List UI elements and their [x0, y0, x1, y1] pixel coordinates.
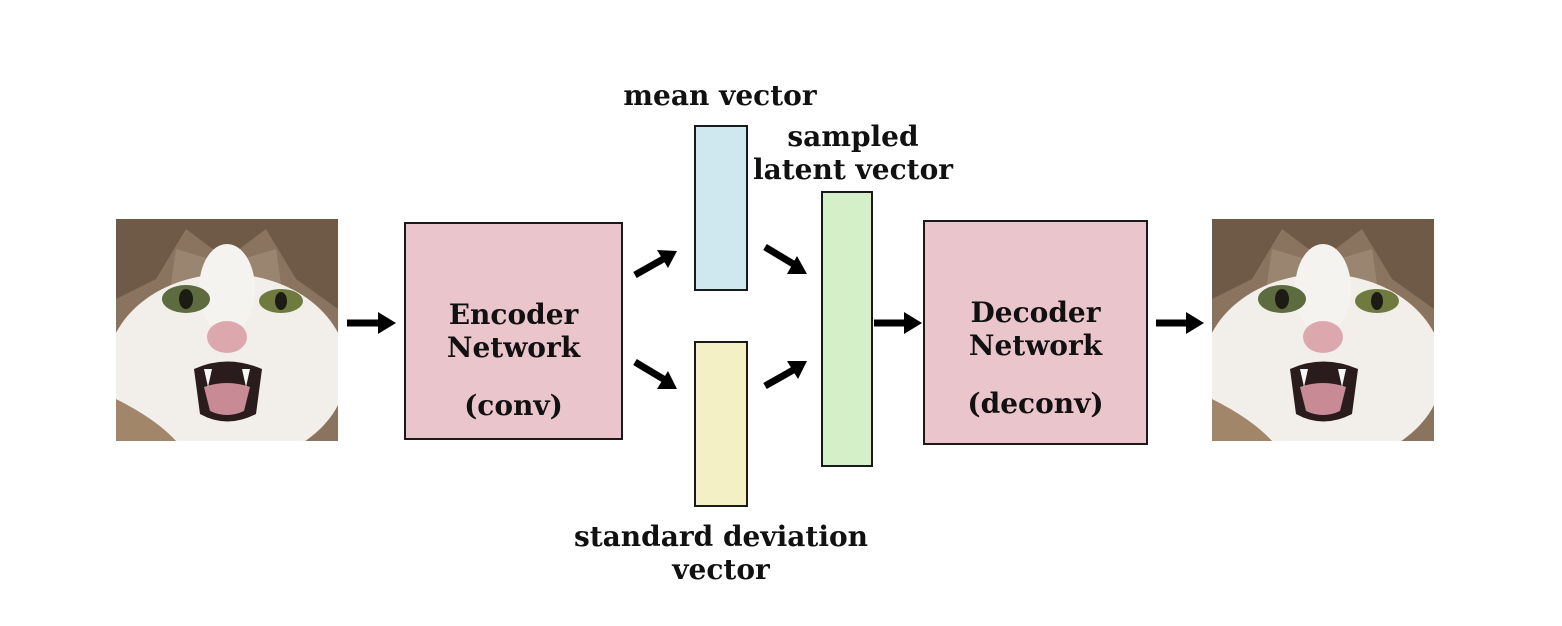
encoder-network-box: Encoder Network (conv) [404, 222, 623, 440]
arrow-encoder-to-std [633, 358, 677, 389]
std-deviation-label-line1: standard deviation [573, 520, 869, 553]
decoder-line2: Network [968, 329, 1103, 362]
mean-vector-label: mean vector [623, 79, 817, 112]
sampled-latent-vector-box [821, 191, 873, 467]
arrow-decoder-to-output [1156, 312, 1204, 334]
decoder-line3: (deconv) [967, 387, 1104, 420]
arrow-latent-to-decoder [874, 312, 922, 334]
std-deviation-vector-box [694, 341, 748, 507]
input-cat-image [116, 219, 338, 441]
decoder-network-box: Decoder Network (deconv) [923, 220, 1148, 445]
sampled-latent-label-line1: sampled [787, 120, 919, 153]
arrow-std-to-latent [763, 361, 807, 390]
arrow-input-to-encoder [347, 312, 396, 334]
sampled-latent-label-line2: latent vector [752, 153, 954, 186]
output-cat-image [1212, 219, 1434, 441]
mean-vector-box [694, 125, 748, 291]
encoder-line1: Encoder [448, 298, 579, 331]
decoder-line1: Decoder [970, 296, 1101, 329]
arrow-encoder-to-mean [633, 250, 677, 279]
encoder-line2: Network [446, 331, 581, 364]
std-deviation-label-line2: vector [672, 553, 770, 586]
encoder-line3: (conv) [464, 389, 563, 422]
arrow-mean-to-latent [763, 243, 807, 274]
